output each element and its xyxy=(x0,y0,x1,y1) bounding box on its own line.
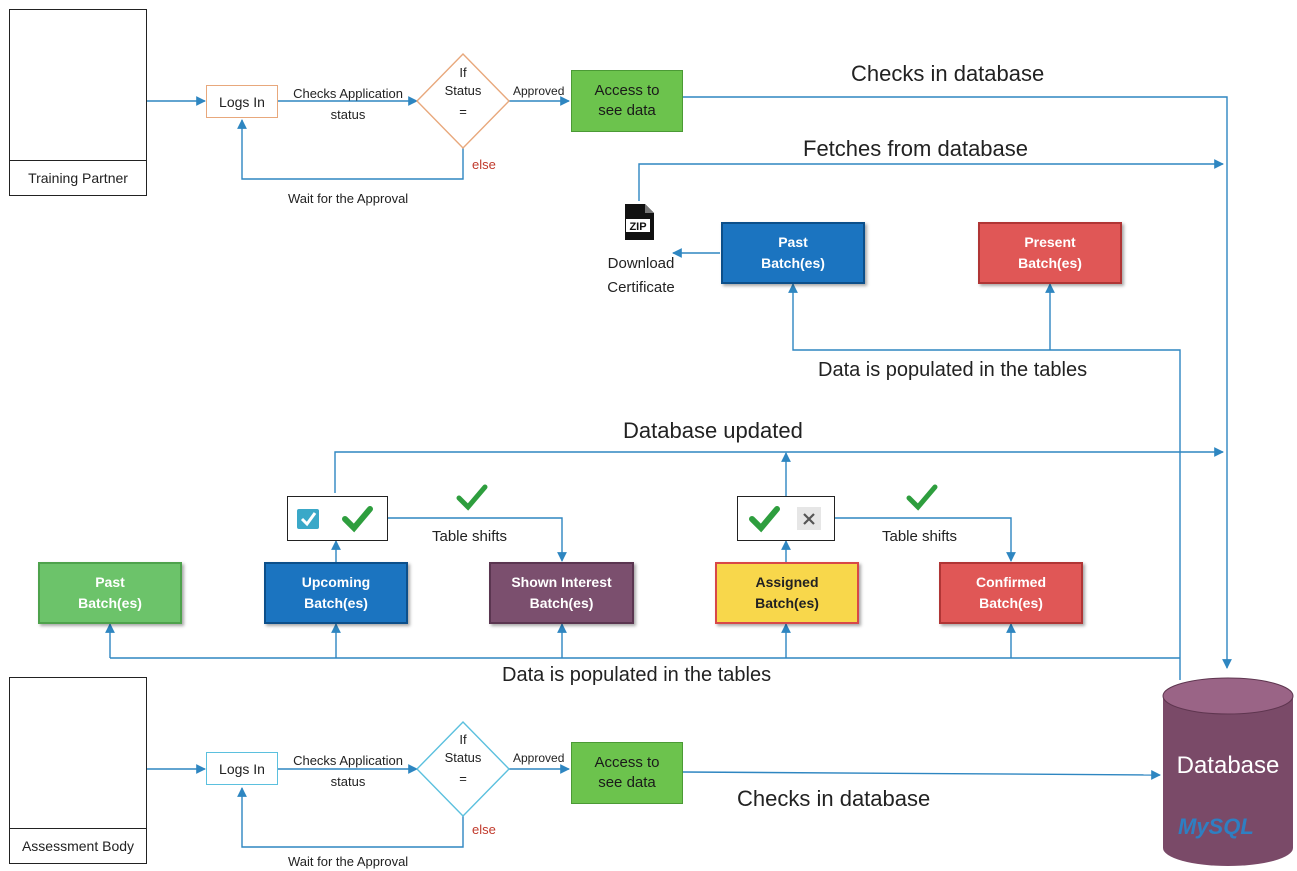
arrow-access-to-db-bottom xyxy=(682,770,1161,780)
cross-icon xyxy=(797,507,821,530)
arrow-access-to-db xyxy=(683,96,1232,669)
status-box-upcoming xyxy=(287,496,388,541)
checks-application-text-top: Checks Application xyxy=(293,86,403,101)
table-shifts-label-2: Table shifts xyxy=(882,528,958,545)
table-shifts-label-1: Table shifts xyxy=(432,528,508,545)
status-text-top: status xyxy=(330,107,366,122)
diamond-text-bottom: If Status = xyxy=(433,731,493,788)
arrow-populate-tp-tables xyxy=(788,283,1181,680)
status-text-bottom: status xyxy=(330,774,366,789)
mysql-logo-text: MySQL xyxy=(1178,814,1254,839)
ab-upcoming-line1: Upcoming xyxy=(301,574,371,590)
status-box-assigned xyxy=(737,496,835,541)
wait-label-top: Wait for the Approval xyxy=(288,191,409,206)
checks-application-text-bottom: Checks Application xyxy=(293,753,403,768)
checkbox-icon xyxy=(297,509,319,529)
arrow-db-updated xyxy=(334,447,1224,493)
tp-present-line1: Present xyxy=(1024,234,1076,250)
login-label-top: Logs In xyxy=(219,93,265,110)
arrow-table-shift-1 xyxy=(388,517,567,562)
db-updated-label: Database updated xyxy=(623,418,803,443)
approved-label-top: Approved xyxy=(513,84,565,98)
download-certificate-label: Download Certificate xyxy=(596,252,686,300)
tp-populated-label: Data is populated in the tables xyxy=(818,359,1088,381)
decision-diamond-bottom xyxy=(416,720,510,818)
diamond-eq-bottom: = xyxy=(459,771,467,786)
mysql-logo-icon: MySQL xyxy=(1178,814,1254,840)
checks-application-label-top: Checks Application status xyxy=(288,85,408,124)
status-icons-2 xyxy=(749,506,821,533)
zip-text: ZIP xyxy=(629,221,646,233)
tp-past-line2: Batch(es) xyxy=(761,255,825,271)
login-box-top: Logs In xyxy=(206,85,278,118)
assessment-body-box: Assessment Body xyxy=(9,677,147,864)
arrow-table-shift-2 xyxy=(835,517,1016,562)
ab-past-line2: Batch(es) xyxy=(78,595,142,611)
database-cylinder-icon xyxy=(1162,677,1294,866)
decision-diamond-top xyxy=(416,52,510,150)
assessment-body-label: Assessment Body xyxy=(10,828,146,863)
access-box-top: Access to see data xyxy=(571,70,683,132)
ab-shown-line2: Batch(es) xyxy=(529,595,594,611)
ab-confirmed-line2: Batch(es) xyxy=(979,595,1043,611)
tp-past-line1: Past xyxy=(778,234,808,250)
arrow-else-loop-top xyxy=(237,119,464,180)
ab-upcoming-line2: Batch(es) xyxy=(304,595,368,611)
diamond-status-bottom: Status xyxy=(444,750,482,765)
fetches-db-label: Fetches from database xyxy=(803,136,1029,161)
diamond-if-top: If xyxy=(459,65,467,80)
training-partner-label: Training Partner xyxy=(10,160,146,195)
ab-assigned-line2: Batch(es) xyxy=(755,595,819,611)
else-label-top: else xyxy=(472,157,496,172)
diamond-text-top: If Status = xyxy=(433,64,493,121)
ab-populated-label: Data is populated in the tables xyxy=(502,664,772,686)
checkmark-icon xyxy=(342,506,373,533)
diamond-eq-top: = xyxy=(459,104,467,119)
access-line1-bottom: Access to xyxy=(594,754,660,771)
ab-confirmed-line1: Confirmed xyxy=(976,574,1046,590)
access-line2-bottom: see data xyxy=(598,774,656,791)
checkmark-icon xyxy=(905,482,939,512)
ab-shown-line1: Shown Interest xyxy=(511,574,612,590)
diamond-if-bottom: If xyxy=(459,732,467,747)
training-partner-box: Training Partner xyxy=(9,9,147,196)
arrow-fetch-from-db xyxy=(638,159,1224,201)
approved-label-bottom: Approved xyxy=(513,751,565,765)
download-line1: Download xyxy=(607,255,675,272)
wait-label-bottom: Wait for the Approval xyxy=(288,854,409,869)
checkmark-icon xyxy=(455,482,489,512)
login-box-bottom: Logs In xyxy=(206,752,278,785)
else-label-bottom: else xyxy=(472,822,496,837)
arrow-else-loop-bottom xyxy=(237,787,464,848)
checks-db-label-top: Checks in database xyxy=(851,61,1045,86)
checks-application-label-bottom: Checks Application status xyxy=(288,752,408,791)
ab-assigned-line1: Assigned xyxy=(755,574,819,590)
download-line2: Certificate xyxy=(607,279,675,296)
checkmark-icon xyxy=(749,506,780,533)
access-box-bottom: Access to see data xyxy=(571,742,683,804)
status-icons-1 xyxy=(297,506,373,533)
access-line1-top: Access to xyxy=(594,82,660,99)
diamond-status-top: Status xyxy=(444,83,482,98)
checks-db-label-bottom: Checks in database xyxy=(737,786,931,811)
access-line2-top: see data xyxy=(598,102,656,119)
zip-file-icon[interactable]: ZIP xyxy=(623,203,655,241)
database-label: Database xyxy=(1176,752,1280,779)
tp-present-line2: Batch(es) xyxy=(1018,255,1082,271)
ab-past-line1: Past xyxy=(95,574,125,590)
login-label-bottom: Logs In xyxy=(219,760,265,777)
